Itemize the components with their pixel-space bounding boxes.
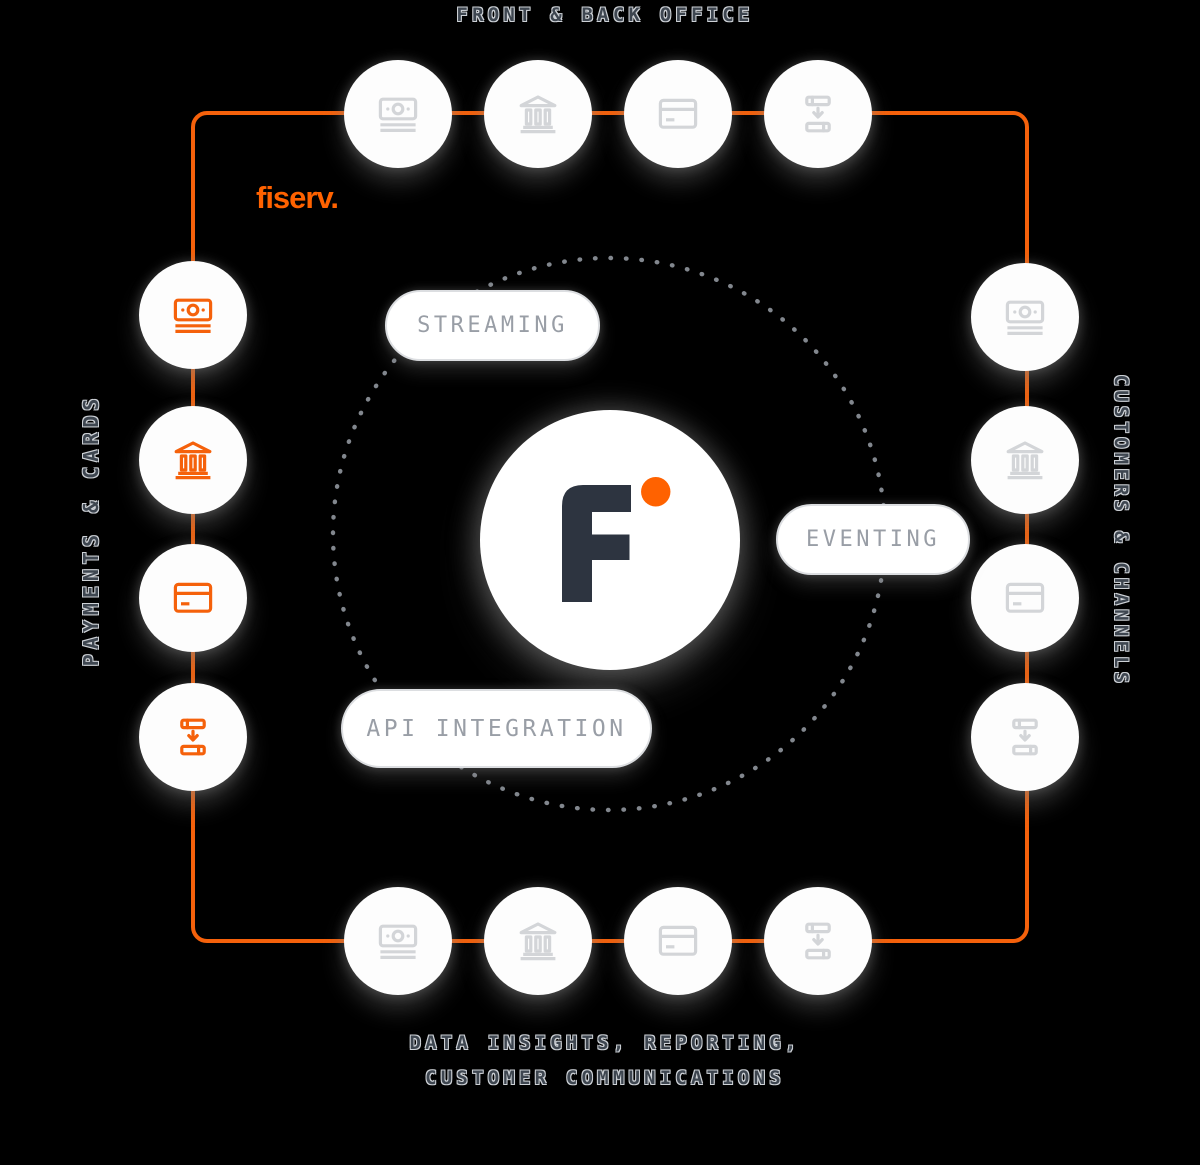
node-data-flow	[139, 683, 247, 791]
bank-icon	[518, 922, 558, 961]
money-icon	[173, 298, 213, 333]
data-flow-icon	[1012, 718, 1038, 756]
fiserv-f-logo	[562, 477, 671, 602]
node-credit-card	[624, 60, 732, 168]
label-payments-cards: PAYMENTS & CARDS	[79, 393, 103, 667]
label-data-insights-line1: DATA INSIGHTS, REPORTING,	[409, 1032, 801, 1054]
orange-dot	[641, 477, 671, 507]
node-money	[971, 263, 1079, 371]
credit-card-icon	[173, 582, 213, 613]
pill-api-integration-label: API INTEGRATION	[366, 715, 627, 742]
node-credit-card	[139, 544, 247, 652]
money-icon	[378, 97, 418, 132]
node-money	[139, 261, 247, 369]
node-bank	[484, 887, 592, 995]
money-icon	[378, 924, 418, 960]
label-data-insights-line2: CUSTOMER COMMUNICATIONS	[425, 1067, 785, 1089]
node-bank	[139, 406, 247, 514]
pill-streaming: STREAMING	[385, 290, 600, 361]
label-data-insights: DATA INSIGHTS, REPORTING, CUSTOMER COMMU…	[410, 1026, 801, 1096]
node-money	[344, 887, 452, 995]
label-front-back-office: FRONT & BACK OFFICE	[456, 4, 754, 26]
pill-eventing: EVENTING	[776, 504, 970, 575]
bank-icon	[518, 95, 558, 134]
credit-card-icon	[658, 925, 698, 956]
data-flow-icon	[805, 922, 831, 960]
bank-icon	[1005, 441, 1045, 480]
bank-icon	[174, 441, 212, 480]
pill-streaming-label: STREAMING	[417, 313, 568, 338]
node-credit-card	[624, 887, 732, 995]
node-money	[344, 60, 452, 168]
node-credit-card	[971, 544, 1079, 652]
node-bank	[971, 406, 1079, 514]
node-bank	[484, 60, 592, 168]
label-customers-channels: CUSTOMERS & CHANNELS	[1110, 374, 1132, 688]
money-icon	[1005, 300, 1045, 335]
connector-loop	[191, 111, 1029, 943]
pill-api-integration: API INTEGRATION	[341, 689, 652, 768]
data-flow-icon	[805, 95, 831, 133]
data-flow-icon	[180, 718, 206, 756]
node-data-flow	[764, 60, 872, 168]
hub-circle	[480, 410, 740, 670]
node-data-flow	[764, 887, 872, 995]
credit-card-icon	[1005, 582, 1045, 613]
credit-card-icon	[658, 98, 698, 129]
fiserv-wordmark-logo: fiserv.	[256, 180, 339, 215]
node-data-flow	[971, 683, 1079, 791]
pill-eventing-label: EVENTING	[806, 527, 940, 552]
